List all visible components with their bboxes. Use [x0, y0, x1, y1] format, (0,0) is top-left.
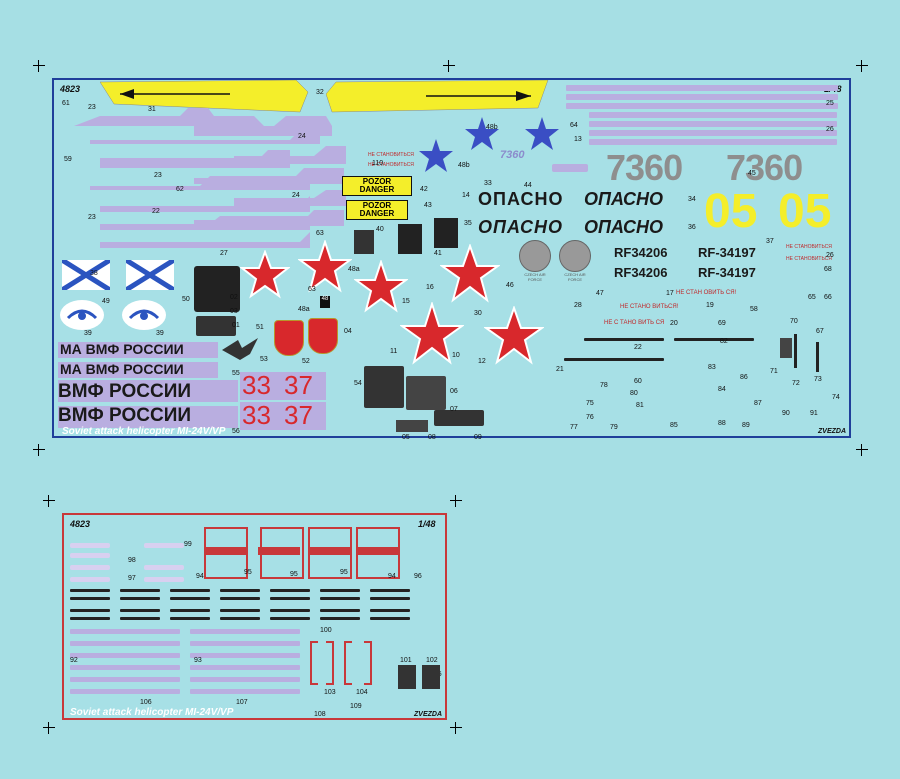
registration-mark	[856, 444, 868, 456]
tail-number-large-2: 7360	[726, 147, 803, 188]
brand-logo: ZVEZDA	[414, 711, 442, 718]
red-number-33-a: 33	[242, 370, 271, 400]
registration-mark	[33, 444, 45, 456]
st-andrew-flag-1	[62, 260, 110, 290]
registration-mark	[450, 722, 462, 734]
pozor-danger-box-2: POZOR DANGER	[346, 200, 408, 220]
registration-mark	[43, 722, 55, 734]
guards-badge-2	[308, 318, 338, 354]
navy-text-1: МА ВМФ РОССИИ	[60, 341, 184, 357]
instrument-panel-1	[194, 266, 240, 312]
opasno-text-2: ОПАСНО	[584, 189, 664, 209]
registration-mark	[450, 495, 462, 507]
yellow-stripe-right	[326, 80, 549, 113]
red-star-5	[400, 302, 464, 365]
instrument-cluster-1	[364, 366, 404, 408]
st-andrew-flag-2	[126, 260, 174, 290]
warning-text-3: НЕ С ТАНО ВИТЬ СЯ	[604, 320, 665, 326]
red-star-4	[440, 244, 500, 303]
red-star-6	[484, 306, 544, 365]
rf-code-4: RF-34197	[698, 265, 756, 280]
blue-star-3	[525, 117, 559, 150]
red-number-33-b: 33	[242, 400, 271, 430]
instrument-panel-2	[196, 316, 236, 336]
yellow-number-1: 05	[704, 185, 758, 238]
sheet-scale: 1/48	[418, 519, 436, 529]
registration-mark	[856, 60, 868, 72]
pozor-danger-box-1: POZOR DANGER	[342, 176, 412, 196]
yellow-number-2: 05	[778, 185, 832, 238]
label-32: 32	[316, 89, 324, 96]
navy-text-2: МА ВМФ РОССИИ	[60, 361, 184, 377]
instrument-cluster-3	[434, 410, 484, 426]
red-star-1	[240, 250, 290, 299]
blue-star-2	[465, 117, 499, 150]
tail-number-large-1: 7360	[606, 147, 683, 188]
sheet-code: 4823	[60, 84, 81, 94]
stencil-camo-2	[434, 218, 458, 248]
instrument-cluster-4	[396, 420, 428, 432]
sheet-code: 4823	[70, 519, 91, 529]
instrument-cluster-2	[406, 376, 446, 410]
decal-sheet-1: 4823 1/48 32 25 26 61 23 31 59 23 62 2	[52, 78, 851, 441]
tail-number-small: 7360	[500, 149, 525, 161]
opasno-text-4: ОПАСНО	[584, 217, 664, 237]
rf-code-2: RF-34197	[698, 245, 756, 260]
naval-aviation-emblem-2	[122, 300, 166, 330]
guards-badge-1	[274, 320, 304, 356]
registration-mark	[443, 60, 455, 72]
red-star-3	[354, 260, 408, 313]
czech-air-force-badge-2: CZECH AIR FORCE	[558, 240, 592, 282]
blue-star-1	[419, 139, 453, 172]
opasno-text-1: ОПАСНО	[478, 189, 564, 209]
red-star-2	[298, 240, 352, 293]
rf-code-3: RF34206	[614, 265, 668, 280]
yellow-stripe-left	[100, 80, 309, 113]
walkway-blades-middle	[194, 116, 346, 226]
badge-48c: 48	[320, 296, 330, 308]
czech-air-force-badge-1: CZECH AIR FORCE	[518, 240, 552, 282]
warning-text-2: НЕ СТАН ОВИТЬ СЯ!	[676, 290, 737, 296]
rf-code-1: RF34206	[614, 245, 668, 260]
cockpit-panel	[354, 230, 374, 254]
brand-logo: ZVEZDA	[818, 428, 846, 435]
sheet-caption: Soviet attack helicopter MI-24V/VP	[62, 426, 226, 437]
warning-text-1: НЕ СТАНО ВИТЬСЯ!	[620, 304, 679, 310]
navy-text-3: ВМФ РОССИИ	[58, 381, 191, 402]
red-number-37-b: 37	[284, 400, 313, 430]
registration-mark	[33, 60, 45, 72]
registration-mark	[43, 495, 55, 507]
stencil-camo	[398, 224, 422, 254]
opasno-text-3: ОПАСНО	[478, 217, 564, 237]
sheet-caption: Soviet attack helicopter MI-24V/VP	[70, 707, 234, 718]
red-number-37-a: 37	[284, 370, 313, 400]
naval-aviation-emblem-1	[60, 300, 104, 330]
navy-text-4: ВМФ РОССИИ	[58, 405, 191, 426]
decal-sheet-2: 4823 1/48 99 98 97 94 95 95 95 94 96	[62, 513, 447, 720]
eagle-emblem	[222, 338, 258, 360]
